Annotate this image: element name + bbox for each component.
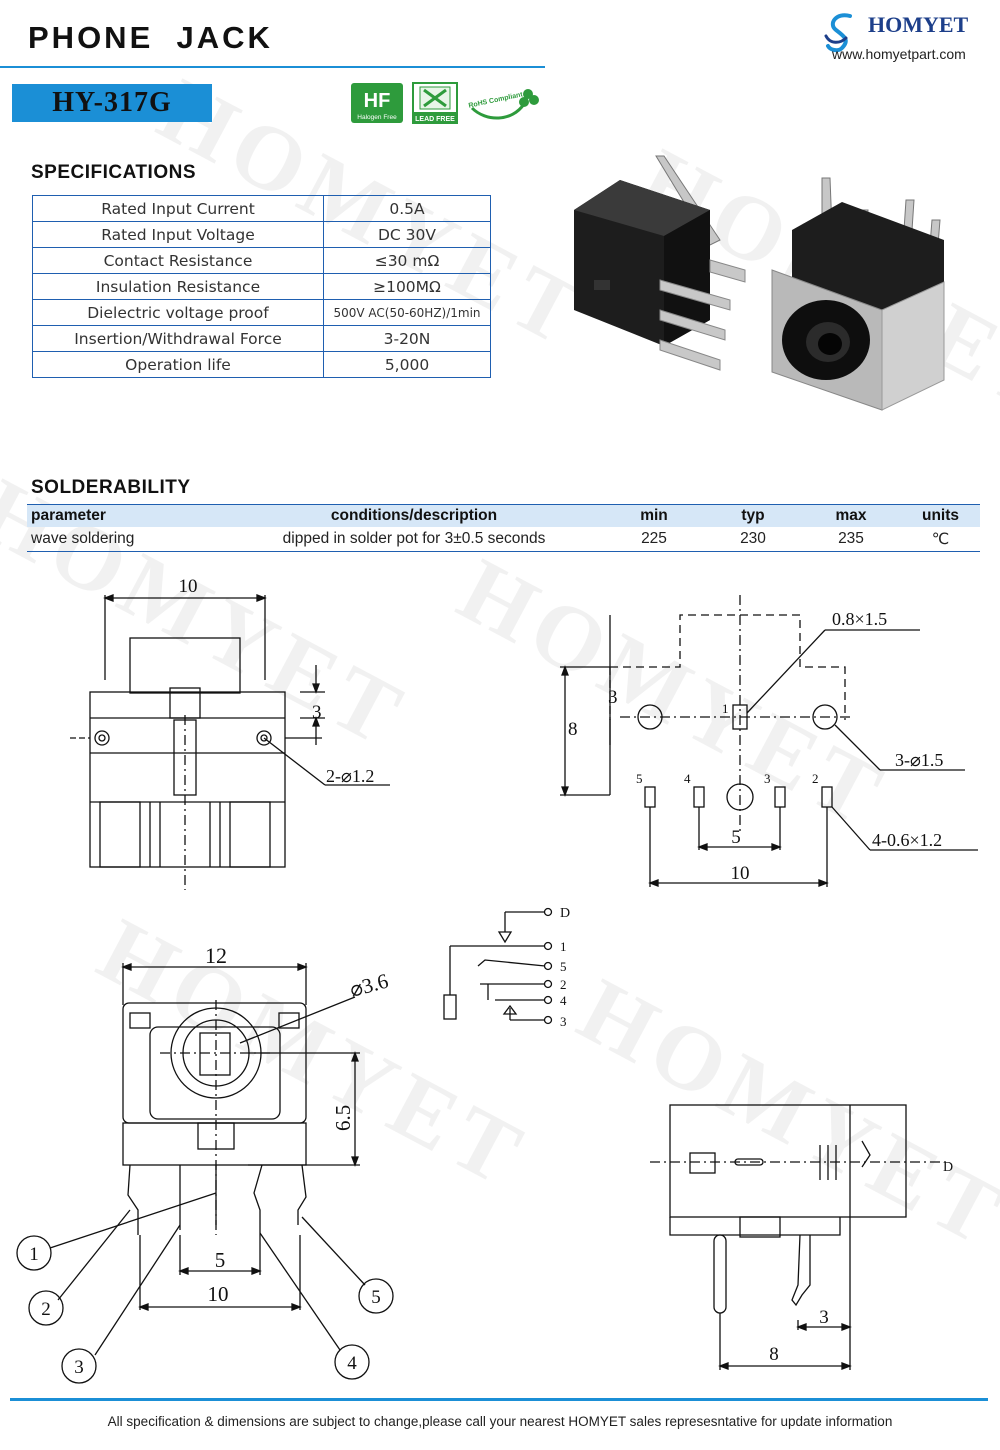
dimension-width: 12 — [205, 943, 227, 968]
table-row: Contact Resistance≤30 mΩ — [32, 247, 491, 274]
spec-value: DC 30V — [323, 221, 491, 248]
spec-label: Rated Input Current — [32, 195, 324, 222]
table-cell: 235 — [801, 527, 901, 552]
spec-label: Dielectric voltage proof — [32, 299, 324, 326]
rohs-compliant-icon: RoHS Compliant — [468, 89, 539, 120]
brand-name: HOMYET — [868, 12, 969, 37]
dimension-center-height: 6.5 — [331, 1105, 355, 1131]
column-header: max — [801, 504, 901, 527]
table-row: wave soldering dipped in solder pot for … — [27, 527, 980, 552]
pin-label: 4 — [684, 771, 691, 786]
spec-value: 5,000 — [323, 351, 491, 378]
terminal-label: 3 — [560, 1014, 567, 1029]
terminal-label: 2 — [560, 977, 567, 992]
footer-divider — [10, 1398, 988, 1401]
dimension-offset: 3 — [819, 1307, 829, 1328]
column-header: parameter — [27, 504, 225, 527]
terminal-label: 5 — [560, 959, 567, 974]
spec-label: Rated Input Voltage — [32, 221, 324, 248]
solderability-heading: SOLDERABILITY — [31, 477, 191, 498]
spec-label: Operation life — [32, 351, 324, 378]
pin-label: 2 — [812, 771, 819, 786]
table-row: Insulation Resistance≥100MΩ — [32, 273, 491, 300]
jack-rear-view — [574, 155, 746, 371]
schematic-diagram: D 1 5 2 4 3 — [443, 906, 570, 1029]
pin-callout: 2 — [41, 1299, 51, 1320]
dimension-height: 8 — [568, 719, 578, 740]
spec-value: ≥100MΩ — [323, 273, 491, 300]
table-cell: dipped in solder pot for 3±0.5 seconds — [225, 527, 603, 552]
pin-callout: 1 — [29, 1244, 39, 1265]
homyet-logo-icon — [824, 13, 852, 53]
spec-value: 3-20N — [323, 325, 491, 352]
lead-free-label: LEAD FREE — [415, 116, 455, 123]
pin-callout: 5 — [371, 1287, 381, 1308]
hole-callout: 3-⌀1.5 — [895, 750, 943, 770]
column-header: typ — [705, 504, 801, 527]
spec-label: Insulation Resistance — [32, 273, 324, 300]
dimension-height: 3 — [312, 702, 322, 723]
table-cell: 225 — [603, 527, 705, 552]
spec-value: 0.5A — [323, 195, 491, 222]
halogen-free-icon: HF Halogen Free — [351, 83, 403, 123]
top-view-drawing: 10 3 2-⌀1.2 — [70, 576, 390, 890]
halogen-free-label: Halogen Free — [357, 114, 397, 121]
column-header: conditions/description — [225, 504, 603, 527]
model-number-badge: HY-317G — [12, 84, 212, 122]
dimension-pin-spacing: 5 — [215, 1248, 226, 1272]
column-header: units — [901, 504, 980, 527]
side-view-drawing: D 3 8 — [650, 1104, 953, 1370]
bore-diameter-callout: ⌀3.6 — [347, 969, 391, 1002]
spec-label: Insertion/Withdrawal Force — [32, 325, 324, 352]
table-cell: 230 — [705, 527, 801, 552]
table-cell: wave soldering — [27, 527, 225, 552]
lead-free-icon: LEAD FREE — [412, 82, 458, 124]
terminal-label: D — [943, 1160, 953, 1175]
pin-label: 5 — [636, 771, 643, 786]
table-header-row: parameter conditions/description min typ… — [27, 504, 980, 527]
slot-callout: 4-0.6×1.2 — [872, 830, 942, 850]
dimension-span: 10 — [731, 863, 750, 884]
terminal-label: D — [560, 906, 570, 921]
dimension-span: 10 — [208, 1282, 229, 1306]
jack-front-view — [771, 177, 945, 411]
pin-label: 1 — [722, 701, 729, 716]
terminal-label: 4 — [560, 993, 567, 1008]
hole-callout: 2-⌀1.2 — [326, 766, 374, 786]
dimension-offset: 3 — [608, 687, 618, 708]
solderability-table: parameter conditions/description min typ… — [27, 504, 980, 552]
spec-label: Contact Resistance — [32, 247, 324, 274]
dimension-width: 10 — [179, 576, 198, 597]
column-header: min — [603, 504, 705, 527]
footer-disclaimer: All specification & dimensions are subje… — [107, 1414, 893, 1429]
front-view-drawing: 12 ⌀3.6 6.5 5 10 1 2 3 4 5 — [16, 943, 394, 1384]
terminal-label: 1 — [560, 939, 567, 954]
website-link[interactable]: www.homyetpart.com — [832, 46, 966, 62]
pin-label: 3 — [764, 771, 771, 786]
title-underline — [0, 66, 545, 68]
table-cell: ℃ — [901, 527, 980, 552]
product-photo — [574, 155, 945, 411]
dimension-depth: 8 — [769, 1344, 779, 1365]
svg-text:HF: HF — [364, 90, 391, 112]
spec-value: 500V AC(50-60HZ)/1min — [323, 299, 491, 326]
pad-size-callout: 0.8×1.5 — [832, 609, 887, 629]
rohs-label: RoHS Compliant — [468, 91, 524, 109]
pin-callout: 3 — [74, 1357, 84, 1378]
pin-callout: 4 — [347, 1353, 357, 1374]
dimension-pin-spacing: 5 — [731, 827, 741, 848]
spec-value: ≤30 mΩ — [323, 247, 491, 274]
specifications-heading: SPECIFICATIONS — [31, 162, 196, 183]
pcb-layout-drawing: 0.8×1.5 8 3 5 10 3-⌀1.5 4-0.6×1.2 1 5 4 … — [560, 595, 978, 887]
page-title: PHONE JACK — [28, 20, 273, 55]
